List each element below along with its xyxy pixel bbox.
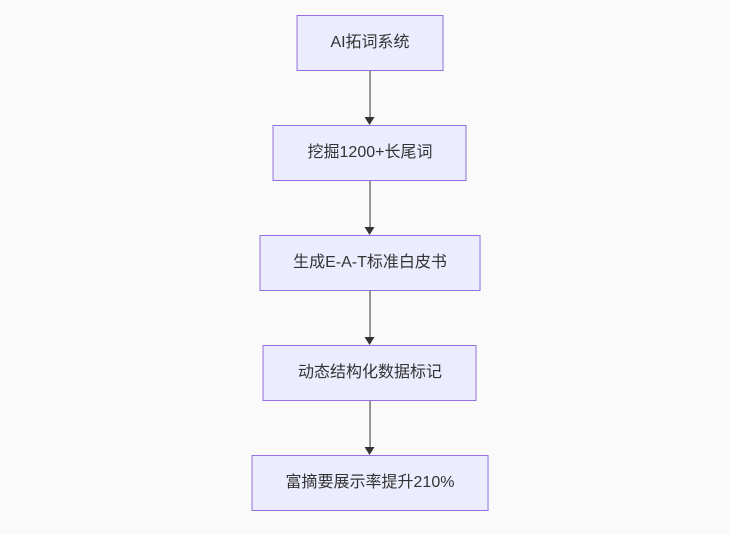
flow-arrow-3-4 (365, 291, 375, 345)
flow-node-label: 富摘要展示率提升210% (285, 474, 455, 491)
arrowhead-down-icon (365, 227, 375, 235)
flow-arrow-1-2 (365, 71, 375, 125)
arrow-line (369, 181, 371, 227)
arrow-line (369, 291, 371, 337)
arrow-line (369, 401, 371, 447)
arrowhead-down-icon (365, 447, 375, 455)
flow-node-label: 生成E-A-T标准白皮书 (293, 254, 447, 271)
flow-arrow-4-5 (365, 401, 375, 455)
flow-node-label: AI拓词系统 (330, 34, 410, 51)
flow-node-longtail-mining: 挖掘1200+长尾词 (273, 125, 467, 181)
flow-node-label: 动态结构化数据标记 (297, 364, 442, 381)
arrow-line (369, 71, 371, 117)
flow-node-label: 挖掘1200+长尾词 (307, 144, 433, 161)
arrowhead-down-icon (365, 337, 375, 345)
flow-arrow-2-3 (365, 181, 375, 235)
flow-node-rich-snippet-result: 富摘要展示率提升210% (251, 455, 489, 511)
flow-node-eat-whitepaper: 生成E-A-T标准白皮书 (259, 235, 481, 291)
arrowhead-down-icon (365, 117, 375, 125)
flow-node-ai-word-expansion: AI拓词系统 (296, 15, 444, 71)
flowchart-column: AI拓词系统 挖掘1200+长尾词 生成E-A-T标准白皮书 动态结构化数据标记 (251, 15, 489, 511)
flow-node-structured-data-markup: 动态结构化数据标记 (263, 345, 477, 401)
